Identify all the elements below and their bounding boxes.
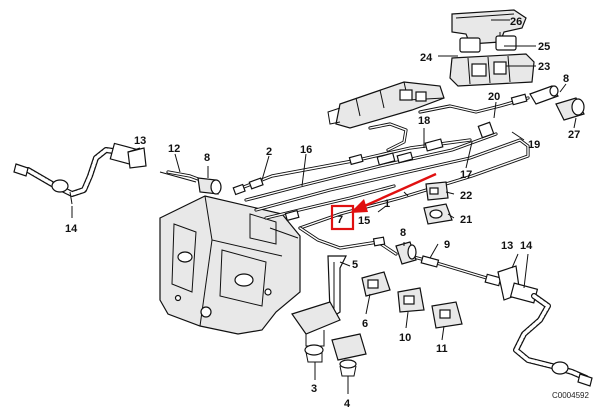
- callout-3: 3: [311, 383, 317, 395]
- callout-14-left: 14: [65, 223, 78, 235]
- callout-4: 4: [344, 398, 351, 410]
- callout-23: 23: [538, 61, 550, 73]
- top-right-parts: [529, 85, 585, 121]
- bracket-clips-group: [449, 9, 535, 87]
- callout-8-left: 8: [204, 152, 210, 164]
- callout-20: 20: [488, 91, 500, 103]
- callout-labels: 26 25 24 23 8 20 27 13 12 8 2 16 18 19 1…: [65, 16, 589, 410]
- callout-8-top-right: 8: [563, 73, 569, 85]
- left-brake-hose: [13, 142, 147, 205]
- callout-6: 6: [362, 318, 368, 330]
- clips-21-22: [423, 181, 453, 225]
- sleeve-8-middle: [395, 241, 417, 265]
- hydraulic-unit: [159, 195, 301, 335]
- callout-1: 1: [384, 198, 390, 210]
- fitting-12-sleeve-8: [159, 171, 222, 195]
- document-id: C0004592: [552, 391, 589, 400]
- callout-18: 18: [418, 115, 430, 127]
- callout-13-right: 13: [501, 240, 513, 252]
- callout-14-right: 14: [520, 240, 533, 252]
- callout-5: 5: [352, 259, 358, 271]
- callout-13-left: 13: [134, 135, 146, 147]
- callout-15: 15: [358, 215, 370, 227]
- pipe-fittings: [232, 93, 528, 287]
- callout-19: 19: [528, 139, 540, 151]
- callout-7-highlighted: 7: [337, 214, 343, 226]
- callout-22: 22: [460, 190, 472, 202]
- callout-10: 10: [399, 332, 411, 344]
- callout-26: 26: [510, 16, 522, 28]
- callout-17: 17: [460, 169, 472, 181]
- highlight-annotation: [330, 172, 437, 231]
- callout-16: 16: [300, 144, 312, 156]
- callout-21: 21: [460, 214, 472, 226]
- master-cylinder: [327, 81, 445, 129]
- callout-2: 2: [266, 146, 272, 158]
- leader-lines: [71, 19, 577, 394]
- brake-pipes: [166, 96, 530, 284]
- brackets-6-10-11: [361, 271, 463, 329]
- callout-25: 25: [538, 41, 550, 53]
- callout-27: 27: [568, 129, 580, 141]
- right-brake-hose: [497, 265, 593, 387]
- callout-24: 24: [420, 52, 433, 64]
- sensor-4: [331, 333, 367, 377]
- callout-8-middle: 8: [400, 227, 406, 239]
- callout-12: 12: [168, 143, 180, 155]
- callout-9: 9: [444, 239, 450, 251]
- sensor-3: [291, 301, 341, 363]
- callout-11: 11: [436, 343, 448, 355]
